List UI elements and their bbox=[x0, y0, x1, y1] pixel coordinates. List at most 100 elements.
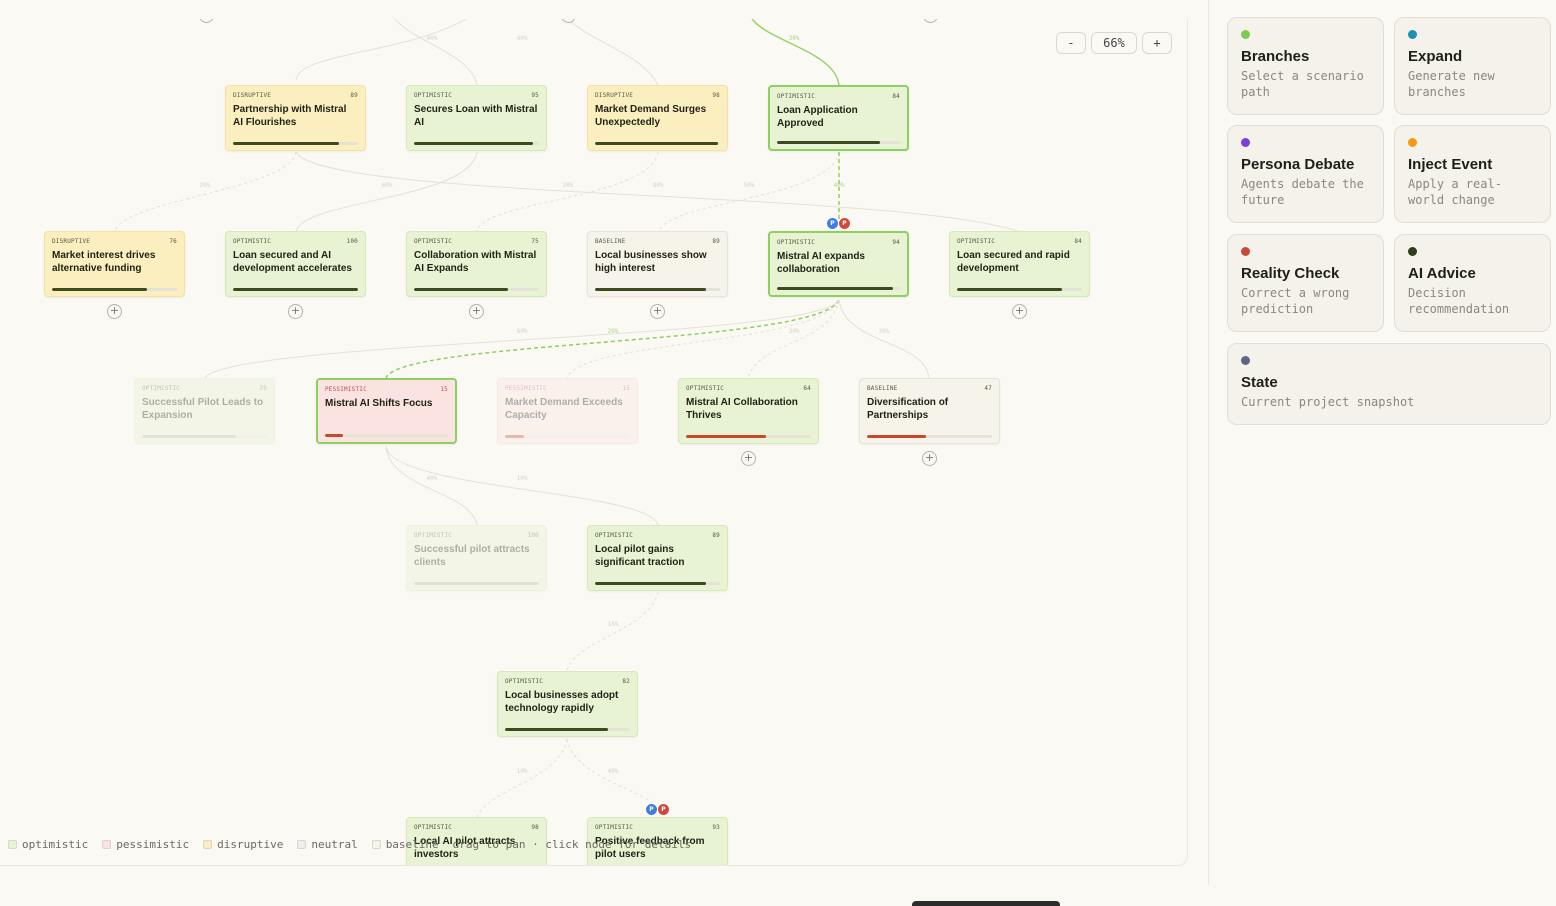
edge-probability-label: 30% bbox=[789, 328, 800, 335]
node-progress-fill bbox=[777, 287, 893, 290]
edge bbox=[385, 445, 659, 526]
card-title: State bbox=[1241, 374, 1278, 391]
node-score: 84 bbox=[892, 93, 900, 100]
node-progress-fill bbox=[233, 142, 340, 145]
edge bbox=[385, 445, 478, 526]
node-progress-track bbox=[505, 435, 630, 438]
node-progress-fill bbox=[414, 142, 533, 145]
node-title: Partnership with Mistral AI Flourishes bbox=[233, 104, 347, 128]
edge bbox=[476, 151, 659, 233]
action-ai-advice[interactable]: AI Advice Decision recommendation bbox=[1394, 234, 1551, 332]
bottom-toolbar-handle[interactable] bbox=[912, 901, 1060, 906]
expand-node-button[interactable]: + bbox=[922, 451, 937, 466]
action-inject-event[interactable]: Inject Event Apply a real-world change bbox=[1394, 125, 1551, 223]
node-type: OPTIMISTIC bbox=[505, 678, 544, 685]
avatar[interactable]: P bbox=[838, 217, 851, 230]
expand-node-button[interactable]: + bbox=[561, 19, 576, 23]
expand-node-button[interactable]: + bbox=[1012, 304, 1027, 319]
node-progress-track bbox=[414, 288, 539, 291]
avatar[interactable]: P bbox=[826, 217, 839, 230]
scenario-canvas[interactable]: 40%40%30%20%60%20%80%50%40%60%20%30%30%4… bbox=[0, 19, 1188, 866]
node-progress-fill bbox=[233, 288, 358, 291]
node-score: 98 bbox=[531, 824, 539, 831]
node-type: OPTIMISTIC bbox=[414, 238, 453, 245]
card-title: AI Advice bbox=[1408, 265, 1476, 282]
action-expand[interactable]: Expand Generate new branches bbox=[1394, 17, 1551, 115]
node-progress-track bbox=[52, 288, 177, 291]
card-title: Inject Event bbox=[1408, 156, 1493, 173]
expand-node-button[interactable]: + bbox=[469, 304, 484, 319]
avatar[interactable]: P bbox=[657, 803, 670, 816]
node-type: BASELINE bbox=[867, 385, 898, 392]
node-score: 15 bbox=[622, 385, 630, 392]
expand-node-button[interactable]: + bbox=[923, 19, 938, 23]
expand-node-button[interactable]: + bbox=[107, 304, 122, 319]
edge-probability-label: 20% bbox=[200, 182, 211, 189]
node-title: Loan secured and rapid development bbox=[957, 250, 1070, 274]
node-progress-fill bbox=[686, 435, 766, 438]
node-progress-track bbox=[867, 435, 992, 438]
card-desc: Decision recommendation bbox=[1408, 286, 1510, 316]
expand-node-button[interactable]: + bbox=[741, 451, 756, 466]
node-progress-track bbox=[233, 288, 358, 291]
node-type: OPTIMISTIC bbox=[414, 532, 453, 539]
expand-node-button[interactable]: + bbox=[650, 304, 665, 319]
legend-swatch bbox=[8, 840, 17, 849]
node-progress-track bbox=[777, 287, 900, 290]
legend-swatch bbox=[203, 840, 213, 849]
node-score: 95 bbox=[531, 92, 539, 99]
node-type: OPTIMISTIC bbox=[595, 824, 634, 831]
action-persona-debate[interactable]: Persona Debate Agents debate the future bbox=[1227, 125, 1384, 223]
node-progress-fill bbox=[325, 434, 344, 437]
card-desc: Agents debate the future bbox=[1241, 177, 1364, 207]
edge-probability-label: 40% bbox=[517, 35, 528, 42]
action-reality-check[interactable]: Reality Check Correct a wrong prediction bbox=[1227, 234, 1384, 332]
edge bbox=[295, 19, 468, 81]
node-progress-fill bbox=[414, 288, 508, 291]
edge bbox=[567, 19, 659, 86]
edge bbox=[394, 19, 478, 86]
card-title: Reality Check bbox=[1241, 265, 1340, 282]
zoom-out-button[interactable]: - bbox=[1056, 32, 1086, 54]
zoom-in-button[interactable]: + bbox=[1142, 32, 1172, 54]
edge-probability-label: 20% bbox=[608, 328, 619, 335]
node-progress-track bbox=[595, 142, 720, 145]
card-desc: Generate new branches bbox=[1408, 69, 1495, 99]
edge bbox=[566, 299, 840, 379]
action-state[interactable]: State Current project snapshot bbox=[1227, 343, 1551, 425]
expand-node-button[interactable]: + bbox=[288, 304, 303, 319]
node-score: 93 bbox=[712, 824, 720, 831]
node-progress-fill bbox=[957, 288, 1062, 291]
expand-node-button[interactable]: + bbox=[199, 19, 214, 23]
node-header: OPTIMISTIC 93 bbox=[595, 822, 720, 833]
action-branches[interactable]: Branches Select a scenario path bbox=[1227, 17, 1384, 115]
node-type: OPTIMISTIC bbox=[233, 238, 272, 245]
